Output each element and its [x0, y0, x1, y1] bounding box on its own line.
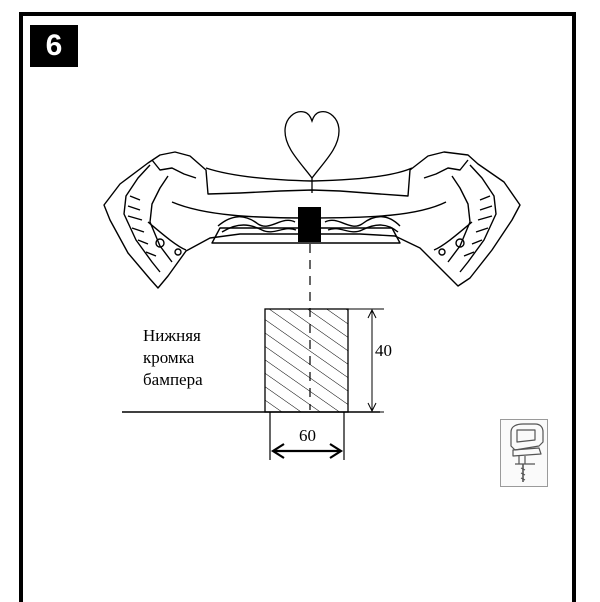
- jigsaw-icon: [500, 419, 548, 487]
- step-number-badge: 6: [30, 25, 78, 67]
- height-dimension: [348, 308, 384, 413]
- label-line-3: бампера: [143, 370, 203, 389]
- bumper-lower-edge-label: Нижняя кромка бампера: [143, 325, 203, 391]
- label-line-2: кромка: [143, 348, 195, 367]
- rear-bumper-drawing: [103, 151, 521, 289]
- width-dimension: [269, 412, 345, 460]
- cutout-area: [264, 308, 349, 413]
- instruction-frame: [19, 12, 576, 602]
- heart-icon: [284, 111, 340, 180]
- label-line-1: Нижняя: [143, 326, 201, 345]
- width-value: 60: [299, 426, 316, 445]
- cutout-marker: [298, 207, 321, 242]
- height-value: 40: [375, 341, 392, 360]
